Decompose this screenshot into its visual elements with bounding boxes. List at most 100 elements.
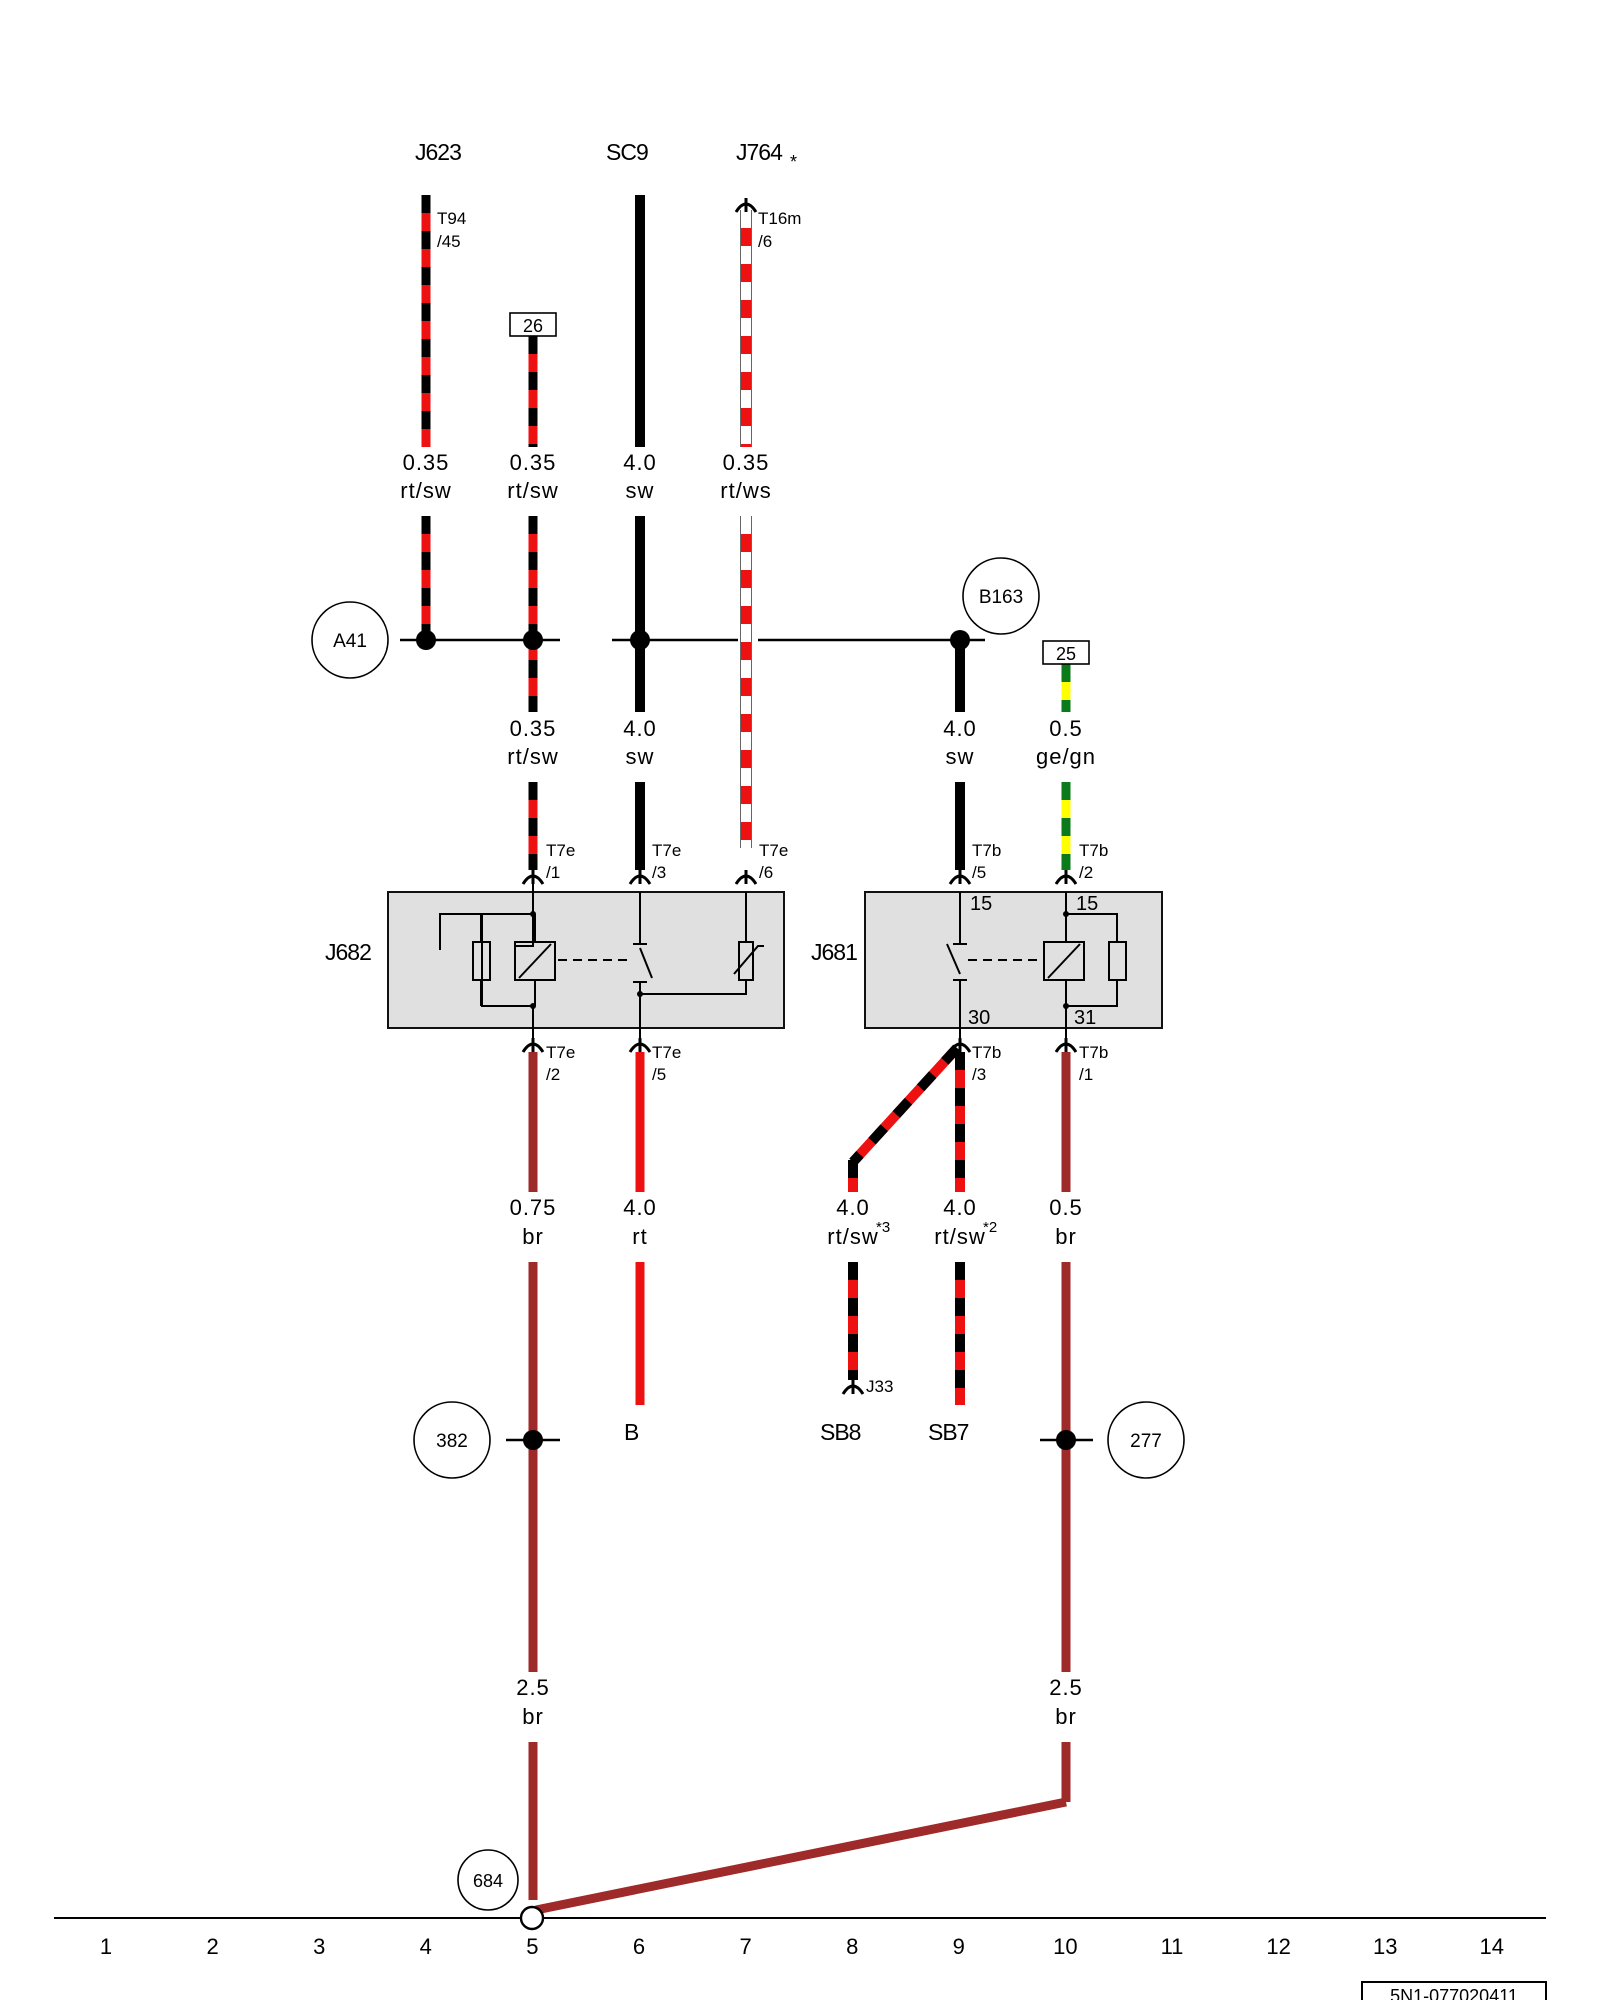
svg-text:2.5: 2.5 [1049,1675,1083,1700]
svg-text:/5: /5 [972,863,986,882]
reference-circle-684[interactable]: 684 [457,1849,519,1911]
terminal-15-j681-coil: 15 [1076,893,1098,915]
column-number: 8 [846,1934,858,1959]
column-number: 1 [100,1934,112,1959]
junction-dot [950,630,970,650]
svg-text:4.0: 4.0 [623,716,657,741]
svg-text:br: br [522,1224,544,1249]
ptc-resistor-icon [738,941,754,981]
reference-box-25[interactable]: 25 [1042,640,1090,665]
label-j681: J681 [811,939,857,965]
svg-text:T7b: T7b [972,1043,1001,1062]
relay-j681[interactable] [864,891,1163,1040]
relay-j682[interactable] [387,875,785,1040]
svg-text:/6: /6 [759,863,773,882]
j682-top-connector-labels: T7e /1 T7e /3 T7e /6 [546,841,788,882]
terminal-30: 30 [968,1007,990,1029]
svg-text:br: br [522,1704,544,1729]
svg-text:rt/sw: rt/sw [507,744,558,769]
svg-text:T7e: T7e [546,841,575,860]
reference-circle-382[interactable]: 382 [413,1401,491,1479]
label-j682: J682 [325,939,371,965]
terminal-15-j681-switch: 15 [970,893,992,915]
svg-text:T7b: T7b [972,841,1001,860]
svg-text:br: br [1055,1224,1077,1249]
svg-text:0.35: 0.35 [510,716,557,741]
label-t16m-pin: /6 [758,232,772,251]
column-number: 9 [953,1934,965,1959]
svg-text:rt/sw: rt/sw [400,478,451,503]
reference-circle-b163[interactable]: B163 [962,557,1040,635]
svg-text:T7b: T7b [1079,1043,1108,1062]
svg-text:B163: B163 [979,587,1023,608]
label-t16m: T16m [758,209,801,228]
svg-text:277: 277 [1130,1431,1162,1452]
svg-text:0.75: 0.75 [510,1195,557,1220]
svg-text:4.0: 4.0 [623,1195,657,1220]
svg-text:/1: /1 [546,863,560,882]
ground-point-684[interactable] [519,1905,545,1931]
svg-text:sw: sw [626,478,655,503]
svg-text:/3: /3 [652,863,666,882]
label-sc9: SC9 [606,139,648,165]
svg-text:T7e: T7e [546,1043,575,1062]
svg-text:/3: /3 [972,1065,986,1084]
connector-plugs [521,198,1078,1395]
label-sb7: SB7 [928,1419,969,1445]
svg-text:4.0: 4.0 [943,1195,977,1220]
column-number: 12 [1266,1934,1290,1959]
terminal-31: 31 [1074,1007,1096,1029]
wire-labels-top: 0.35 rt/sw 0.35 rt/sw 4.0 sw 0.35 rt/ws [400,450,771,503]
label-j764: J764 [736,139,783,165]
column-number: 5 [526,1934,538,1959]
svg-text:T7e: T7e [652,1043,681,1062]
wire-rtsw3-diag [849,1044,961,1166]
resistor-icon [1108,941,1127,981]
svg-text:0.35: 0.35 [723,450,770,475]
column-number: 14 [1480,1934,1504,1959]
bus-junctions [416,630,970,650]
svg-text:/2: /2 [1079,863,1093,882]
svg-text:T7e: T7e [759,841,788,860]
junction-dot [523,630,543,650]
wire-labels-ground: 2.5 br 2.5 br [516,1675,1083,1729]
svg-text:rt/ws: rt/ws [720,478,771,503]
reference-circle-a41[interactable]: A41 [311,601,389,679]
junction-dot [416,630,436,650]
label-j623: J623 [415,139,461,165]
column-number: 13 [1373,1934,1397,1959]
reference-circle-277[interactable]: 277 [1107,1401,1185,1479]
footer-code-box: 5N1-077020411 [1361,1981,1547,2000]
wire-labels-low: 0.75 br 4.0 rt 4.0 rt/sw *3 4.0 rt/sw *2… [510,1195,1083,1249]
svg-text:rt/sw: rt/sw [507,478,558,503]
svg-text:sw: sw [946,744,975,769]
svg-text:T7e: T7e [652,841,681,860]
svg-text:26: 26 [523,316,543,336]
svg-text:/5: /5 [652,1065,666,1084]
reference-box-26[interactable]: 26 [509,312,557,337]
column-number: 2 [206,1934,218,1959]
svg-text:0.35: 0.35 [510,450,557,475]
svg-text:382: 382 [436,1431,468,1452]
svg-text:/2: /2 [546,1065,560,1084]
wire-layer [421,195,1071,1915]
svg-text:684: 684 [473,1871,503,1891]
label-b: B [624,1419,639,1445]
svg-text:4.0: 4.0 [623,450,657,475]
label-t94-pin: /45 [437,232,461,251]
svg-text:0.35: 0.35 [403,450,450,475]
svg-text:*2: *2 [983,1219,997,1236]
svg-text:br: br [1055,1704,1077,1729]
junction-dot [630,630,650,650]
column-number: 6 [633,1934,645,1959]
svg-text:A41: A41 [333,631,367,652]
svg-text:rt/sw: rt/sw [827,1224,878,1249]
svg-text:T7b: T7b [1079,841,1108,860]
column-number: 7 [739,1934,751,1959]
svg-text:sw: sw [626,744,655,769]
svg-text:rt/sw: rt/sw [934,1224,985,1249]
svg-text:0.5: 0.5 [1049,1195,1083,1220]
footer-code: 5N1-077020411 [1390,1986,1518,2000]
svg-text:4.0: 4.0 [943,716,977,741]
